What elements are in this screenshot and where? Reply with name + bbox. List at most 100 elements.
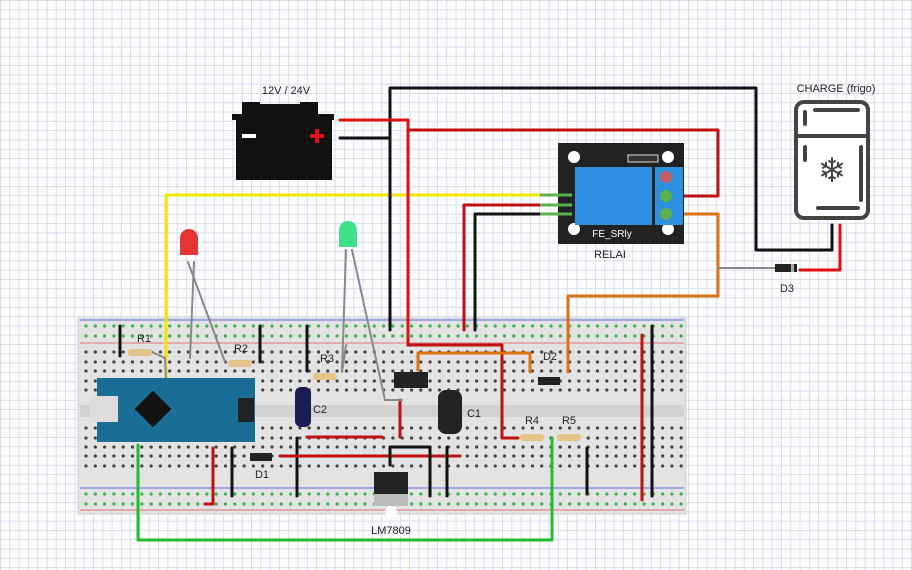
breadboard-hole bbox=[437, 324, 441, 328]
breadboard-hole bbox=[679, 334, 683, 338]
breadboard-hole bbox=[270, 464, 274, 468]
breadboard-hole bbox=[298, 492, 302, 496]
breadboard-hole bbox=[363, 502, 367, 506]
breadboard-hole bbox=[633, 464, 637, 468]
breadboard-hole bbox=[121, 445, 125, 449]
breadboard-hole bbox=[502, 445, 507, 449]
breadboard-hole bbox=[298, 379, 302, 383]
breadboard-hole bbox=[121, 360, 125, 364]
breadboard-hole bbox=[382, 350, 386, 354]
breadboard-hole bbox=[112, 464, 116, 468]
breadboard-hole bbox=[577, 334, 581, 338]
breadboard-hole bbox=[186, 445, 190, 449]
breadboard-hole bbox=[568, 492, 572, 496]
breadboard-hole bbox=[289, 360, 293, 364]
breadboard-hole bbox=[112, 369, 116, 373]
breadboard-hole bbox=[298, 369, 302, 373]
breadboard-hole bbox=[456, 464, 460, 468]
breadboard-hole bbox=[121, 334, 125, 338]
breadboard-hole bbox=[502, 502, 507, 506]
breadboard-hole bbox=[502, 324, 507, 328]
breadboard-hole bbox=[372, 369, 376, 373]
breadboard-hole bbox=[540, 334, 544, 338]
breadboard-hole bbox=[93, 502, 97, 506]
breadboard-hole bbox=[316, 334, 321, 338]
breadboard-hole bbox=[93, 334, 97, 338]
breadboard-hole bbox=[661, 379, 665, 383]
breadboard-hole bbox=[158, 334, 162, 338]
breadboard-hole bbox=[465, 360, 469, 364]
breadboard-hole bbox=[84, 492, 88, 496]
breadboard-hole bbox=[614, 502, 618, 506]
breadboard-hole bbox=[595, 360, 600, 364]
breadboard-hole bbox=[521, 379, 525, 383]
arduino-nano bbox=[90, 378, 255, 442]
led-red bbox=[180, 229, 198, 255]
breadboard-hole bbox=[177, 445, 181, 449]
breadboard-hole bbox=[354, 464, 358, 468]
breadboard-hole bbox=[670, 334, 674, 338]
breadboard-hole bbox=[363, 426, 367, 430]
breadboard-hole bbox=[186, 369, 190, 373]
breadboard-hole bbox=[84, 324, 88, 328]
breadboard-hole bbox=[344, 334, 348, 338]
breadboard-hole bbox=[382, 369, 386, 373]
breadboard-hole bbox=[289, 324, 293, 328]
breadboard-hole bbox=[140, 492, 144, 496]
breadboard-hole bbox=[400, 360, 404, 364]
breadboard-hole bbox=[391, 350, 395, 354]
breadboard-hole bbox=[93, 324, 97, 328]
breadboard-hole bbox=[661, 350, 665, 354]
breadboard-hole bbox=[363, 324, 367, 328]
breadboard-hole bbox=[298, 464, 302, 468]
breadboard-hole bbox=[279, 350, 283, 354]
breadboard-hole bbox=[540, 454, 544, 458]
breadboard-hole bbox=[196, 369, 200, 373]
breadboard-hole bbox=[595, 388, 600, 392]
breadboard-hole bbox=[103, 360, 107, 364]
wire-red-vcc bbox=[462, 203, 542, 332]
breadboard-hole bbox=[93, 454, 97, 458]
breadboard-hole bbox=[130, 464, 135, 468]
breadboard-hole bbox=[595, 454, 600, 458]
breadboard-hole bbox=[409, 502, 414, 506]
breadboard-hole bbox=[354, 334, 358, 338]
breadboard-hole bbox=[382, 426, 386, 430]
breadboard-hole bbox=[307, 379, 311, 383]
breadboard-hole bbox=[670, 350, 674, 354]
breadboard-hole bbox=[670, 388, 674, 392]
breadboard-hole bbox=[502, 388, 507, 392]
breadboard-hole bbox=[549, 324, 553, 328]
breadboard-hole bbox=[409, 388, 414, 392]
svg-text:D3: D3 bbox=[780, 283, 794, 295]
breadboard-hole bbox=[540, 502, 544, 506]
breadboard-hole bbox=[316, 350, 321, 354]
breadboard-hole bbox=[670, 379, 674, 383]
breadboard-hole bbox=[93, 436, 97, 440]
breadboard-hole bbox=[419, 436, 423, 440]
breadboard-hole bbox=[121, 324, 125, 328]
breadboard-hole bbox=[354, 445, 358, 449]
breadboard-hole bbox=[382, 324, 386, 328]
breadboard-hole bbox=[261, 492, 265, 496]
breadboard-hole bbox=[437, 334, 441, 338]
breadboard-hole bbox=[595, 436, 600, 440]
breadboard-hole bbox=[409, 464, 414, 468]
breadboard-hole bbox=[540, 324, 544, 328]
breadboard-hole bbox=[400, 464, 404, 468]
breadboard-hole bbox=[428, 388, 432, 392]
breadboard-hole bbox=[196, 324, 200, 328]
breadboard-hole bbox=[679, 436, 683, 440]
breadboard-hole bbox=[93, 360, 97, 364]
breadboard-hole bbox=[149, 445, 153, 449]
breadboard-hole bbox=[214, 360, 218, 364]
relay-module: FE_SRly RELAI bbox=[540, 143, 684, 261]
breadboard-hole bbox=[177, 324, 181, 328]
breadboard-hole bbox=[103, 445, 107, 449]
breadboard-hole bbox=[391, 324, 395, 328]
breadboard-hole bbox=[149, 502, 153, 506]
breadboard-hole bbox=[84, 426, 88, 430]
breadboard-hole bbox=[344, 492, 348, 496]
breadboard-hole bbox=[103, 334, 107, 338]
breadboard-hole bbox=[428, 426, 432, 430]
